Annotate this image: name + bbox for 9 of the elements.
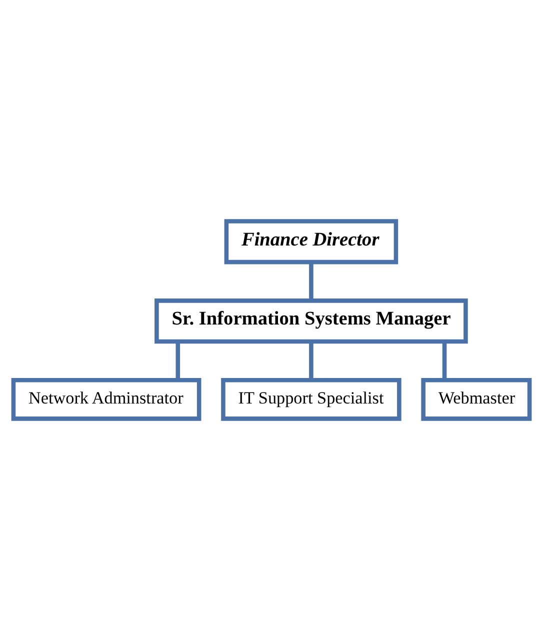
node-box: Webmaster [421,377,532,420]
connector [176,341,180,380]
connector [309,262,314,300]
node-box: Finance Director [224,218,398,264]
connector [309,341,314,380]
node-box: IT Support Specialist [221,377,402,420]
connector [442,341,447,380]
node-box: Sr. Information Systems Manager [154,298,468,344]
node-box: Network Adminstrator [11,377,202,420]
